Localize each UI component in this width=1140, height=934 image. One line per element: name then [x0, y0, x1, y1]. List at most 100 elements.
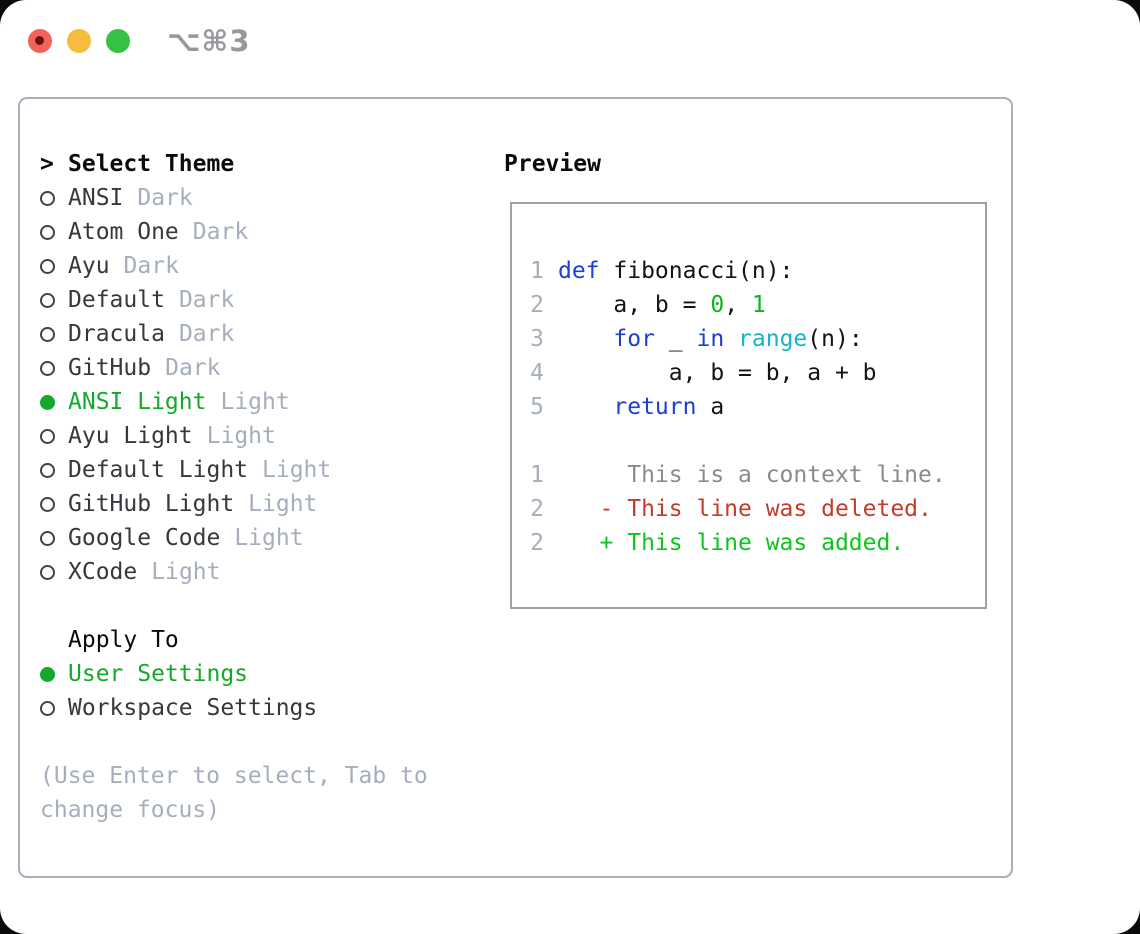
theme-option-label: Ayu Light	[68, 423, 193, 449]
preview-header: Preview	[504, 151, 601, 177]
code-token: ,	[724, 292, 752, 318]
close-button-icon[interactable]	[28, 29, 52, 53]
preview-line: 2 - This line was deleted.	[530, 492, 985, 526]
radio-unselected-icon	[40, 224, 55, 240]
code-token: - This line was deleted.	[558, 496, 932, 522]
titlebar: ⌥⌘3	[28, 24, 251, 58]
radio-selected-icon	[40, 394, 55, 410]
theme-option-xcode[interactable]: XCode Light	[40, 555, 428, 589]
radio-unselected-icon	[40, 292, 55, 308]
preview-line: 5 return a	[530, 390, 985, 424]
theme-variant-label: Dark	[123, 253, 179, 279]
select-theme-header: > Select Theme	[40, 147, 428, 181]
preview-line: 1 This is a context line.	[530, 458, 985, 492]
preview-line: 4 a, b = b, a + b	[530, 356, 985, 390]
code-token: This is a context line.	[558, 462, 946, 488]
radio-unselected-icon	[40, 564, 55, 580]
theme-variant-label: Light	[262, 457, 332, 483]
preview-line: 2 a, b = 0, 1	[530, 288, 985, 322]
spacer	[40, 725, 428, 759]
radio-unselected-icon	[40, 462, 55, 478]
code-token: a	[696, 394, 725, 420]
theme-variant-label: Dark	[178, 321, 235, 347]
radio-unselected-icon	[40, 700, 55, 716]
hint-line-2: change focus)	[40, 797, 221, 823]
code-token: for	[613, 326, 655, 352]
radio-unselected-icon	[40, 258, 55, 274]
theme-option-default-light[interactable]: Default Light Light	[40, 453, 428, 487]
radio-unselected-icon	[40, 360, 55, 376]
radio-unselected-icon	[40, 530, 55, 546]
code-token	[558, 326, 613, 352]
theme-option-google-code[interactable]: Google Code Light	[40, 521, 428, 555]
line-number: 2	[530, 530, 544, 556]
code-token: 1	[751, 292, 766, 318]
theme-option-label: ANSI Light	[68, 389, 207, 415]
select-theme-title: Select Theme	[68, 151, 235, 177]
code-token: + This line was added.	[558, 530, 905, 556]
radio-unselected-icon	[40, 496, 55, 512]
theme-option-label: Default	[68, 287, 165, 313]
prompt-caret: >	[40, 151, 54, 177]
preview-blank-line	[530, 424, 985, 458]
theme-option-ansi-light[interactable]: ANSI Light Light	[40, 385, 428, 419]
theme-option-label: ANSI	[68, 185, 124, 211]
line-number: 5	[530, 394, 544, 420]
code-token: return	[613, 394, 697, 420]
preview-line: 3 for _ in range(n):	[530, 322, 985, 356]
code-token: _	[654, 326, 697, 352]
theme-option-label: Atom One	[68, 219, 179, 245]
apply-option-label: User Settings	[68, 661, 249, 687]
theme-variant-label: Light	[206, 423, 276, 449]
code-token: fibonacci(n):	[599, 258, 794, 284]
line-number: 1	[530, 258, 544, 284]
theme-option-dracula[interactable]: Dracula Dark	[40, 317, 428, 351]
theme-option-label: Default Light	[68, 457, 249, 483]
theme-option-label: GitHub Light	[68, 491, 235, 517]
theme-option-label: Google Code	[68, 525, 221, 551]
code-token: def	[558, 258, 600, 284]
zoom-button-icon[interactable]	[106, 29, 130, 53]
minimize-button-icon[interactable]	[67, 29, 91, 53]
code-token: a, b =	[558, 292, 711, 318]
theme-variant-label: Light	[248, 491, 318, 517]
theme-option-github[interactable]: GitHub Dark	[40, 351, 428, 385]
radio-selected-icon	[40, 666, 55, 682]
theme-option-ayu[interactable]: Ayu Dark	[40, 249, 428, 283]
theme-variant-label: Dark	[165, 355, 221, 381]
theme-option-label: GitHub	[68, 355, 152, 381]
theme-option-label: XCode	[68, 559, 138, 585]
preview-line: 1 def fibonacci(n):	[530, 254, 985, 288]
line-number: 3	[530, 326, 544, 352]
code-token: a, b = b, a + b	[558, 360, 877, 386]
code-token	[558, 394, 613, 420]
theme-variant-label: Light	[234, 525, 304, 551]
theme-option-ansi[interactable]: ANSI Dark	[40, 181, 428, 215]
theme-option-ayu-light[interactable]: Ayu Light Light	[40, 419, 428, 453]
theme-variant-label: Dark	[137, 185, 193, 211]
apply-option-label: Workspace Settings	[68, 695, 318, 721]
theme-option-github-light[interactable]: GitHub Light Light	[40, 487, 428, 521]
hint-line-1: (Use Enter to select, Tab to	[40, 763, 428, 789]
theme-variant-label: Light	[151, 559, 221, 585]
theme-option-label: Ayu	[68, 253, 110, 279]
apply-option-user-settings[interactable]: User Settings	[40, 657, 428, 691]
window-title: ⌥⌘3	[167, 24, 251, 58]
line-number: 4	[530, 360, 544, 386]
theme-option-label: Dracula	[68, 321, 165, 347]
apply-option-workspace-settings[interactable]: Workspace Settings	[40, 691, 428, 725]
code-token: (n):	[807, 326, 863, 352]
code-token: range	[738, 326, 808, 352]
theme-variant-label: Light	[220, 389, 290, 415]
radio-unselected-icon	[40, 428, 55, 444]
preview-line: 2 + This line was added.	[530, 526, 985, 560]
spacer	[40, 589, 428, 623]
apply-to-header: Apply To	[68, 627, 179, 653]
